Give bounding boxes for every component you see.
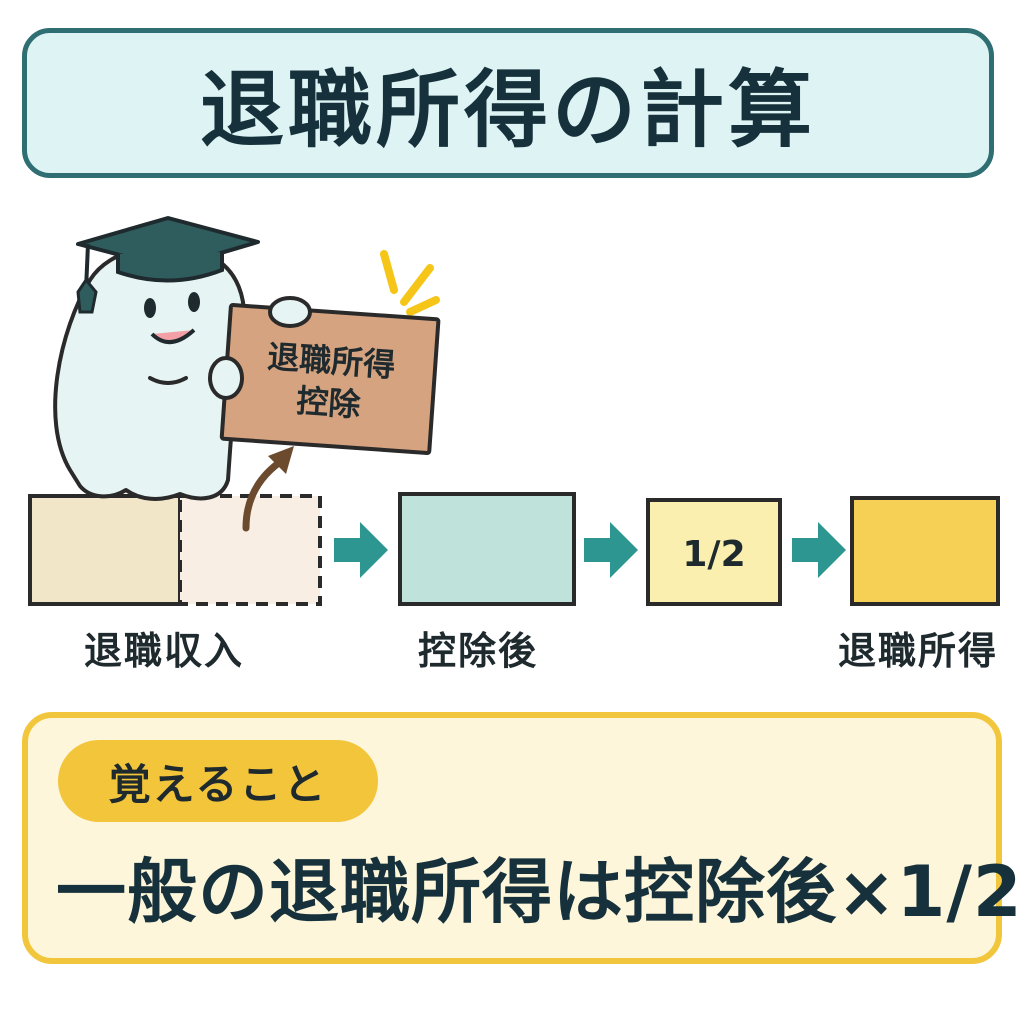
arrow-icon bbox=[334, 522, 388, 578]
arrow-icon bbox=[584, 522, 638, 578]
page-title: 退職所得の計算 bbox=[199, 60, 816, 159]
label-income: 退職収入 bbox=[84, 629, 245, 673]
flow-diagram: 1/2 bbox=[28, 216, 1000, 606]
graduation-cap-icon bbox=[76, 216, 260, 314]
memo-tag: 覚えること bbox=[58, 740, 378, 822]
label-after-deduction: 控除後 bbox=[418, 629, 539, 673]
arrow-icon bbox=[792, 522, 846, 578]
label-retirement-income: 退職所得 bbox=[838, 629, 999, 673]
deduction-up-arrow bbox=[242, 446, 294, 532]
ghost-mascot bbox=[53, 244, 247, 501]
sign-line-1: 退職所得 bbox=[266, 338, 396, 385]
result-box bbox=[850, 496, 1000, 606]
title-banner: 退職所得の計算 bbox=[22, 28, 994, 178]
sign-line-2: 控除 bbox=[295, 382, 362, 424]
income-box bbox=[28, 494, 182, 606]
fraction-box bbox=[646, 498, 782, 606]
memo-text: 一般の退職所得は控除後×1/2 bbox=[56, 851, 1023, 933]
mascot-hands bbox=[208, 296, 312, 400]
fraction-label: 1/2 bbox=[682, 534, 745, 575]
deduction-sign: 退職所得 控除 bbox=[219, 303, 441, 455]
after-deduction-box bbox=[398, 492, 576, 606]
sparkle-icon bbox=[380, 250, 440, 316]
